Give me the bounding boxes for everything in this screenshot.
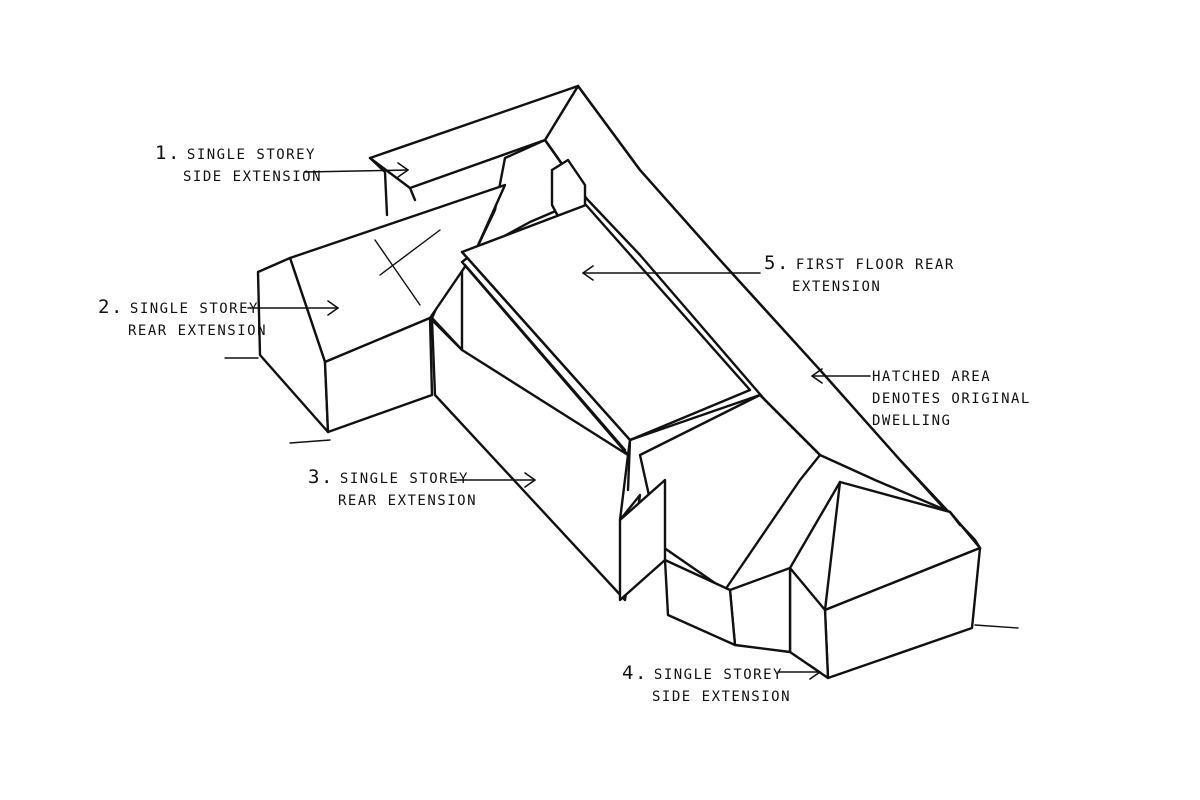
- label-1-line2: SIDE EXTENSION: [183, 169, 323, 185]
- label-2: 2. SINGLE STOREY REAR EXTENSION: [98, 296, 267, 342]
- leader-arrow-4: [777, 664, 821, 680]
- label-4-line2: SIDE EXTENSION: [652, 689, 792, 705]
- single-storey-side-extension-1: [368, 84, 580, 217]
- label-1-line1: SINGLE STOREY: [186, 147, 316, 163]
- single-storey-rear-extension-3: [430, 250, 667, 602]
- label-2-line1: SINGLE STOREY: [129, 301, 259, 317]
- hatch-line2: DENOTES ORIGINAL: [872, 391, 1031, 407]
- label-1-number: 1.: [155, 142, 181, 164]
- hatch-line1: HATCHED AREA: [872, 369, 992, 385]
- label-2-number: 2.: [98, 296, 124, 318]
- label-2-line2: REAR EXTENSION: [128, 323, 268, 339]
- label-4-number: 4.: [622, 662, 648, 684]
- leader-arrow-3: [454, 472, 536, 488]
- leader-arrow-1: [304, 162, 409, 178]
- ground-strokes: [224, 357, 331, 444]
- label-3-line1: SINGLE STOREY: [339, 471, 469, 487]
- label-5: 5. FIRST FLOOR REAR EXTENSION: [764, 252, 955, 298]
- label-4: 4. SINGLE STOREY SIDE EXTENSION: [622, 662, 791, 708]
- label-4-line1: SINGLE STOREY: [653, 667, 783, 683]
- label-1: 1. SINGLE STOREY SIDE EXTENSION: [155, 142, 322, 188]
- first-floor-rear-extension-5: [460, 203, 762, 492]
- single-storey-rear-extension-2: [256, 183, 507, 434]
- leader-arrow-2: [247, 300, 339, 316]
- hatch-line3: DWELLING: [872, 413, 952, 429]
- label-5-line1: FIRST FLOOR REAR: [795, 257, 955, 273]
- label-3-line2: REAR EXTENSION: [338, 493, 478, 509]
- leader-arrow-hatch: [811, 368, 871, 384]
- label-5-number: 5.: [764, 252, 790, 274]
- label-hatched-area: HATCHED AREA DENOTES ORIGINAL DWELLING: [872, 366, 1031, 432]
- label-3: 3. SINGLE STOREY REAR EXTENSION: [308, 466, 477, 512]
- label-3-number: 3.: [308, 466, 334, 488]
- leader-arrow-5: [582, 265, 761, 281]
- single-storey-side-extension-4: [663, 480, 1019, 680]
- label-5-line2: EXTENSION: [792, 279, 882, 295]
